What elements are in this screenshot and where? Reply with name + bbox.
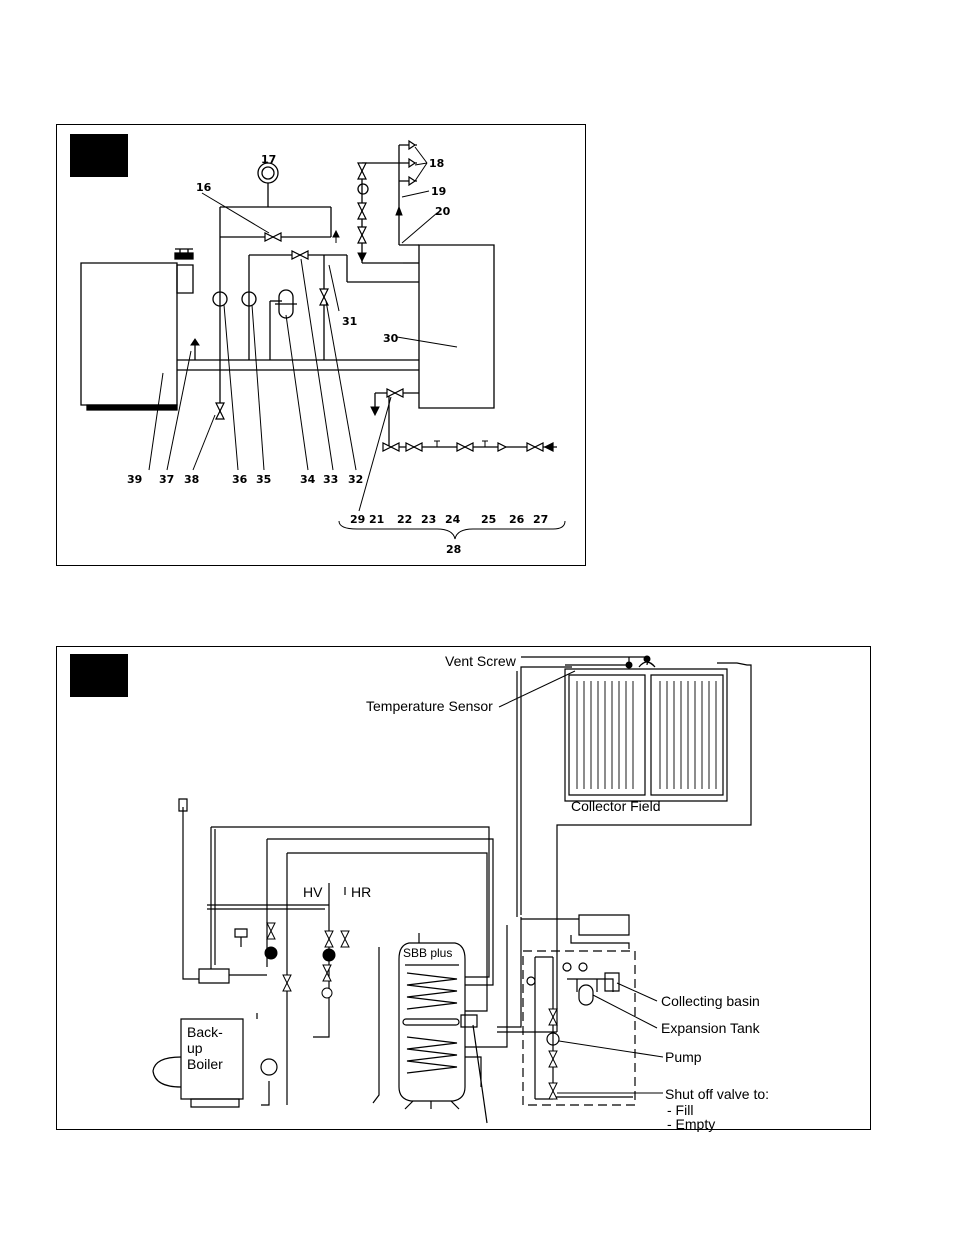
- callout-36: 36: [232, 473, 248, 486]
- label-shutoff-3: - Empty: [667, 1116, 715, 1132]
- pump-36: [213, 292, 227, 306]
- callout-33: 33: [323, 473, 338, 486]
- label-pump: Pump: [665, 1049, 702, 1065]
- label-hv: HV: [303, 884, 323, 900]
- heating-system-schematic: 17 16 18 19 20 31 30 39 37 38 36 35 34 3…: [57, 125, 587, 556]
- callout-38: 38: [184, 473, 199, 486]
- callout-37: 37: [159, 473, 174, 486]
- callout-27: 27: [533, 513, 548, 526]
- pump-35: [242, 292, 256, 306]
- label-boiler-3: Boiler: [187, 1056, 223, 1072]
- label-tank: SBB plus: [403, 946, 452, 960]
- collecting-basin: [605, 973, 619, 991]
- label-temperature-sensor: Temperature Sensor: [366, 698, 493, 714]
- callout-29: 29: [350, 513, 365, 526]
- valve-21: [383, 443, 391, 451]
- callout-19: 19: [431, 185, 446, 198]
- valve-32: [320, 289, 328, 297]
- label-boiler-1: Back-: [187, 1024, 223, 1040]
- label-shutoff-2: - Fill: [667, 1102, 693, 1118]
- storage-tank-30: [419, 245, 494, 408]
- solar-controller: [579, 915, 629, 935]
- solar-system-schematic: Vent Screw Temperature Sensor Collector …: [57, 653, 769, 1132]
- callout-18: 18: [429, 157, 444, 170]
- valve-38: [216, 403, 224, 411]
- storage-tank: [399, 943, 465, 1101]
- callout-26: 26: [509, 513, 525, 526]
- callout-17: 17: [261, 153, 276, 166]
- callout-28: 28: [446, 543, 461, 556]
- callout-39: 39: [127, 473, 142, 486]
- valve-27: [545, 443, 553, 451]
- label-expansion-tank: Expansion Tank: [661, 1020, 761, 1036]
- callout-21: 21: [369, 513, 384, 526]
- valve-16: [265, 233, 273, 241]
- callout-22: 22: [397, 513, 412, 526]
- callout-24: 24: [445, 513, 461, 526]
- label-collecting-basin: Collecting basin: [661, 993, 760, 1009]
- valve-33: [292, 251, 300, 259]
- valve-25: [498, 443, 506, 451]
- callout-30: 30: [383, 332, 399, 345]
- callout-23: 23: [421, 513, 436, 526]
- callout-34: 34: [300, 473, 316, 486]
- callout-35: 35: [256, 473, 271, 486]
- valve-22: [406, 443, 414, 451]
- heat-meter-17: [258, 163, 278, 183]
- expansion-tank: [579, 985, 593, 1005]
- valve-29: [387, 389, 395, 397]
- valve-24: [457, 443, 465, 451]
- callout-31: 31: [342, 315, 357, 328]
- collector-field: [565, 669, 727, 801]
- solar-pump: [547, 1033, 559, 1045]
- valve-26: [527, 443, 535, 451]
- label-collector-field: Collector Field: [571, 798, 660, 814]
- boiler-39: [81, 263, 177, 405]
- label-vent-screw: Vent Screw: [445, 653, 517, 669]
- figure-label-box: [70, 654, 128, 697]
- figure-label-box: [70, 134, 128, 177]
- label-hr: HR: [351, 884, 371, 900]
- diagram-panel-2: Vent Screw Temperature Sensor Collector …: [56, 646, 871, 1132]
- label-boiler-2: up: [187, 1040, 203, 1056]
- callout-16: 16: [196, 181, 212, 194]
- pump-station: [523, 951, 635, 1105]
- diagram-panel-1: 17 16 18 19 20 31 30 39 37 38 36 35 34 3…: [56, 124, 586, 566]
- callout-20: 20: [435, 205, 451, 218]
- label-shutoff-1: Shut off valve to:: [665, 1086, 769, 1102]
- pump-20-hot: [358, 184, 368, 194]
- callout-25: 25: [481, 513, 496, 526]
- callout-32: 32: [348, 473, 363, 486]
